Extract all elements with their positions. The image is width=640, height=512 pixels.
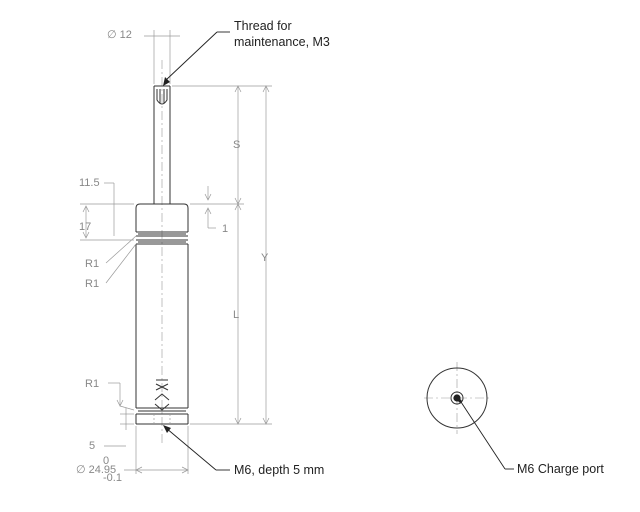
dim-shaft-diameter: ∅ 12 — [107, 29, 180, 84]
dim-body-diameter-label: ∅ 24.95 — [76, 464, 116, 476]
charge-port-inner — [453, 394, 461, 402]
note-mount: M6, depth 5 mm — [234, 463, 324, 477]
end-view-outline — [426, 367, 488, 429]
side-view: ∅ 12 S L Y 1 — [76, 19, 330, 484]
note-charge-port: M6 Charge port — [517, 462, 604, 476]
callout-mount: M6, depth 5 mm — [163, 425, 324, 477]
dim-step: 1 — [204, 186, 228, 235]
cylinder-body — [135, 203, 189, 425]
dim-radius-top: R1 R1 — [85, 235, 137, 290]
dim-radius-3-label: R1 — [85, 378, 99, 390]
dim-shoulder-height-label: 11.5 — [79, 177, 100, 189]
callout-thread: Thread for maintenance, M3 — [163, 19, 330, 86]
callout-charge-port: M6 Charge port — [458, 399, 604, 476]
dim-groove-offset-label: 17 — [79, 221, 91, 233]
charge-port-outer — [450, 391, 464, 405]
piston-rod — [153, 85, 171, 204]
dim-radius-1-label: R1 — [85, 258, 99, 270]
dim-body-label: L — [233, 309, 239, 321]
dim-body-diameter: ∅ 24.95 0 -0.1 — [76, 426, 189, 484]
dim-vertical-lengths: S L Y — [172, 85, 272, 425]
dim-tolerance-lower: -0.1 — [103, 472, 122, 484]
note-thread-line2: maintenance, M3 — [234, 35, 330, 49]
dim-overall-label: Y — [261, 252, 269, 264]
dim-radius-2-label: R1 — [85, 278, 99, 290]
dim-groove-offsets: 11.5 17 — [79, 177, 134, 241]
dim-stroke-label: S — [233, 139, 240, 151]
note-thread-line1: Thread for — [234, 19, 292, 33]
dim-tolerance-upper: 0 — [103, 455, 109, 467]
dim-radius-bottom: R1 5 — [85, 378, 135, 452]
dim-step-label: 1 — [222, 223, 228, 235]
dim-shaft-diameter-label: ∅ 12 — [107, 29, 132, 41]
dim-base-height-label: 5 — [89, 440, 95, 452]
end-view: M6 Charge port — [424, 362, 604, 476]
